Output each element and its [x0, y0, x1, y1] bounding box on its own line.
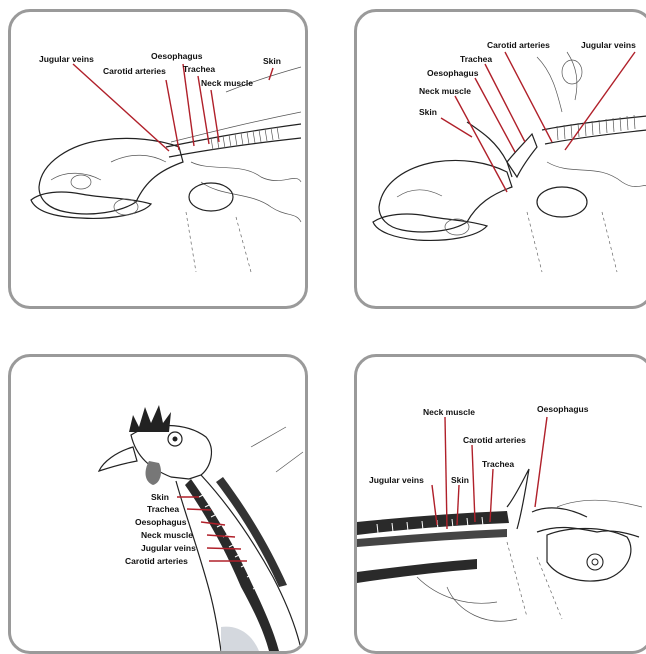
- label-neck-muscle: Neck muscle: [201, 78, 253, 88]
- label-carotid-arteries: Carotid arteries: [125, 556, 188, 566]
- label-carotid-arteries: Carotid arteries: [487, 40, 550, 50]
- anatomy-drawing-1: Jugular veins Oesophagus Carotid arterie…: [11, 12, 305, 306]
- label-jugular-veins: Jugular veins: [369, 475, 424, 485]
- diagram-panel-2: Carotid arteries Jugular veins Trachea O…: [354, 9, 646, 309]
- label-oesophagus: Oesophagus: [427, 68, 479, 78]
- label-skin: Skin: [419, 107, 437, 117]
- leader-carotid-arteries: [166, 80, 179, 150]
- label-neck-muscle: Neck muscle: [419, 86, 471, 96]
- anatomy-drawing-3: Skin Trachea Oesophagus Neck muscle Jugu…: [11, 357, 305, 651]
- leader-neck-muscle: [207, 535, 235, 537]
- leader-neck-muscle: [445, 417, 447, 529]
- anatomy-drawing-2: Carotid arteries Jugular veins Trachea O…: [357, 12, 646, 306]
- label-oesophagus: Oesophagus: [151, 51, 203, 61]
- label-oesophagus: Oesophagus: [135, 517, 187, 527]
- leader-jugular-veins: [207, 548, 241, 549]
- diagram-panel-3: Skin Trachea Oesophagus Neck muscle Jugu…: [8, 354, 308, 654]
- leader-oesophagus: [475, 78, 515, 152]
- label-jugular-veins: Jugular veins: [581, 40, 636, 50]
- leader-trachea: [485, 64, 525, 142]
- diagram-panel-1: Jugular veins Oesophagus Carotid arterie…: [8, 9, 308, 309]
- label-trachea: Trachea: [482, 459, 514, 469]
- label-jugular-veins: Jugular veins: [141, 543, 196, 553]
- leader-neck-muscle: [211, 90, 219, 142]
- leader-neck-muscle: [455, 96, 507, 192]
- leader-oesophagus: [183, 64, 194, 146]
- leader-oesophagus: [535, 417, 547, 507]
- label-skin: Skin: [151, 492, 169, 502]
- leader-skin: [441, 118, 472, 137]
- label-neck-muscle: Neck muscle: [141, 530, 193, 540]
- label-oesophagus: Oesophagus: [537, 404, 589, 414]
- leader-carotid-arteries: [472, 445, 475, 522]
- leader-trachea: [187, 509, 211, 510]
- leader-carotid-arteries: [505, 52, 552, 142]
- leader-skin: [269, 68, 273, 80]
- anatomy-drawing-4: Neck muscle Oesophagus Carotid arteries …: [357, 357, 646, 651]
- label-neck-muscle: Neck muscle: [423, 407, 475, 417]
- label-skin: Skin: [263, 56, 281, 66]
- label-skin: Skin: [451, 475, 469, 485]
- label-jugular-veins: Jugular veins: [39, 54, 94, 64]
- label-carotid-arteries: Carotid arteries: [463, 435, 526, 445]
- label-trachea: Trachea: [147, 504, 179, 514]
- label-trachea: Trachea: [183, 64, 215, 74]
- label-trachea: Trachea: [460, 54, 492, 64]
- label-carotid-arteries: Carotid arteries: [103, 66, 166, 76]
- diagram-panel-4: Neck muscle Oesophagus Carotid arteries …: [354, 354, 646, 654]
